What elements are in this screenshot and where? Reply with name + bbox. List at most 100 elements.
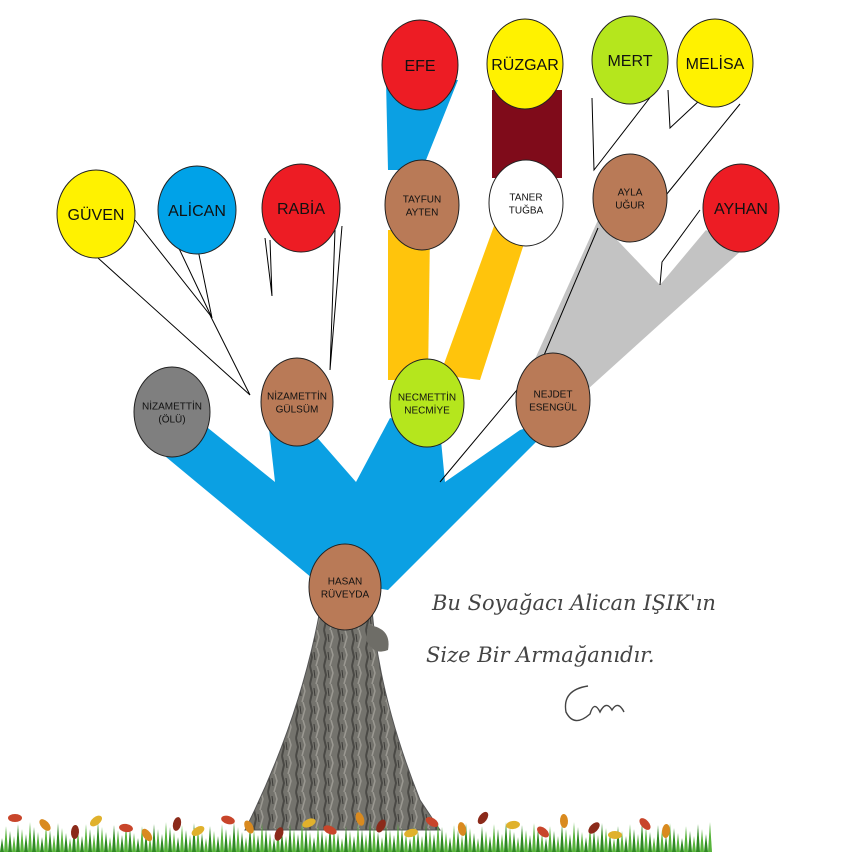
grass-blade bbox=[488, 836, 492, 852]
branch-mert bbox=[591, 81, 663, 172]
grass-blade bbox=[368, 822, 372, 852]
grass-blade bbox=[416, 831, 420, 852]
grass-blade bbox=[136, 838, 140, 852]
node-circle bbox=[702, 163, 780, 253]
grass-blade bbox=[636, 834, 640, 852]
grass-blade bbox=[644, 827, 648, 852]
node-label: ALİCAN bbox=[168, 201, 226, 220]
grass-blade bbox=[260, 823, 264, 852]
node-label: HASAN bbox=[328, 577, 362, 588]
branch-alican bbox=[174, 239, 213, 319]
grass-blade bbox=[704, 834, 708, 852]
handwritten-note: Bu Soyağacı Alican IŞIK'ın Size Bir Arma… bbox=[426, 591, 716, 722]
grass-blade bbox=[248, 825, 252, 852]
node-circle bbox=[486, 18, 564, 110]
autumn-leaf bbox=[404, 828, 418, 838]
autumn-leaf bbox=[39, 819, 51, 831]
grass-blade bbox=[432, 834, 436, 852]
grass-blade bbox=[496, 829, 500, 852]
grass-blade bbox=[336, 833, 340, 852]
node-circle bbox=[381, 19, 459, 111]
autumn-leaf bbox=[8, 814, 22, 822]
grass-blade bbox=[444, 832, 448, 852]
grass-blade bbox=[0, 838, 4, 852]
grass-blade bbox=[168, 827, 172, 852]
grass-blade bbox=[224, 829, 228, 852]
node-circle bbox=[308, 543, 382, 631]
person-node-alican: ALİCAN bbox=[157, 165, 237, 255]
grass-blade bbox=[128, 828, 132, 852]
grass-blade bbox=[524, 830, 528, 852]
grass-blade bbox=[120, 835, 124, 852]
autumn-leaf bbox=[221, 815, 235, 825]
grass-blade bbox=[608, 833, 612, 852]
grass-blade bbox=[560, 824, 564, 852]
grass-blade bbox=[144, 831, 148, 852]
grass-blade bbox=[548, 826, 552, 852]
autumn-leaf bbox=[425, 816, 439, 828]
autumn-leaf bbox=[70, 825, 80, 839]
autumn-leaf bbox=[172, 817, 182, 831]
autumn-leaf bbox=[588, 822, 600, 834]
grass-blade bbox=[584, 837, 588, 852]
grass-blade bbox=[452, 825, 456, 852]
autumn-leaf bbox=[323, 825, 337, 835]
grass-blade bbox=[220, 824, 224, 852]
grass-blade bbox=[252, 830, 256, 852]
node-label: (ÖLÜ) bbox=[158, 414, 185, 426]
grass-blade bbox=[272, 838, 276, 852]
grass-blade bbox=[576, 827, 580, 852]
grass-blade bbox=[616, 826, 620, 852]
grass-blade bbox=[700, 829, 704, 852]
autumn-leaf bbox=[639, 818, 651, 830]
grass-blade bbox=[628, 824, 632, 852]
autumn-leaf bbox=[506, 820, 520, 830]
autumn-leaf bbox=[274, 827, 284, 841]
grass-blade bbox=[464, 823, 468, 852]
autumn-leaf bbox=[376, 819, 386, 833]
grass-blade bbox=[392, 835, 396, 852]
grass-blade bbox=[708, 822, 712, 852]
note-line-2: Size Bir Armağanıdır. bbox=[426, 643, 655, 667]
node-label: RABİA bbox=[277, 199, 325, 218]
grass-blade bbox=[512, 832, 516, 852]
grass-blade bbox=[172, 832, 176, 852]
grass-blade bbox=[288, 824, 292, 852]
grass-blade bbox=[516, 837, 520, 852]
grass-blade bbox=[684, 826, 688, 852]
branch-ruzgar bbox=[492, 90, 562, 178]
node-circle bbox=[389, 358, 465, 448]
grass-blade bbox=[160, 834, 164, 852]
grass-blade bbox=[228, 834, 232, 852]
grass-blade bbox=[588, 825, 592, 852]
grass-blade bbox=[112, 825, 116, 852]
grass-blade bbox=[72, 826, 76, 852]
autumn-leaf bbox=[141, 828, 153, 842]
node-label: NECMİYE bbox=[404, 404, 450, 417]
grass-blade bbox=[20, 829, 24, 852]
node-circle bbox=[157, 165, 237, 255]
branch-main-fan bbox=[160, 418, 560, 590]
grass-blade bbox=[492, 824, 496, 852]
person-node-mert: MERT bbox=[591, 15, 669, 105]
person-node-nizamettin: NİZAMETTİN(ÖLÜ) bbox=[133, 366, 211, 458]
grass-blade bbox=[152, 824, 156, 852]
autumn-leaf bbox=[244, 820, 254, 834]
grass-blade bbox=[688, 831, 692, 852]
grass-blade bbox=[620, 831, 624, 852]
grass-blade bbox=[56, 823, 60, 852]
grass-blade bbox=[536, 828, 540, 852]
node-label: GÜVEN bbox=[68, 206, 125, 224]
grass-blade bbox=[232, 822, 236, 852]
grass-blade bbox=[468, 828, 472, 852]
grass-blade bbox=[580, 832, 584, 852]
grass-blade bbox=[148, 836, 152, 852]
grass-blade bbox=[564, 829, 568, 852]
grass-blade bbox=[332, 828, 336, 852]
grass-blade bbox=[472, 833, 476, 852]
grass-blade bbox=[256, 835, 260, 852]
node-label: RÜVEYDA bbox=[321, 589, 370, 601]
grass-blade bbox=[268, 833, 272, 852]
